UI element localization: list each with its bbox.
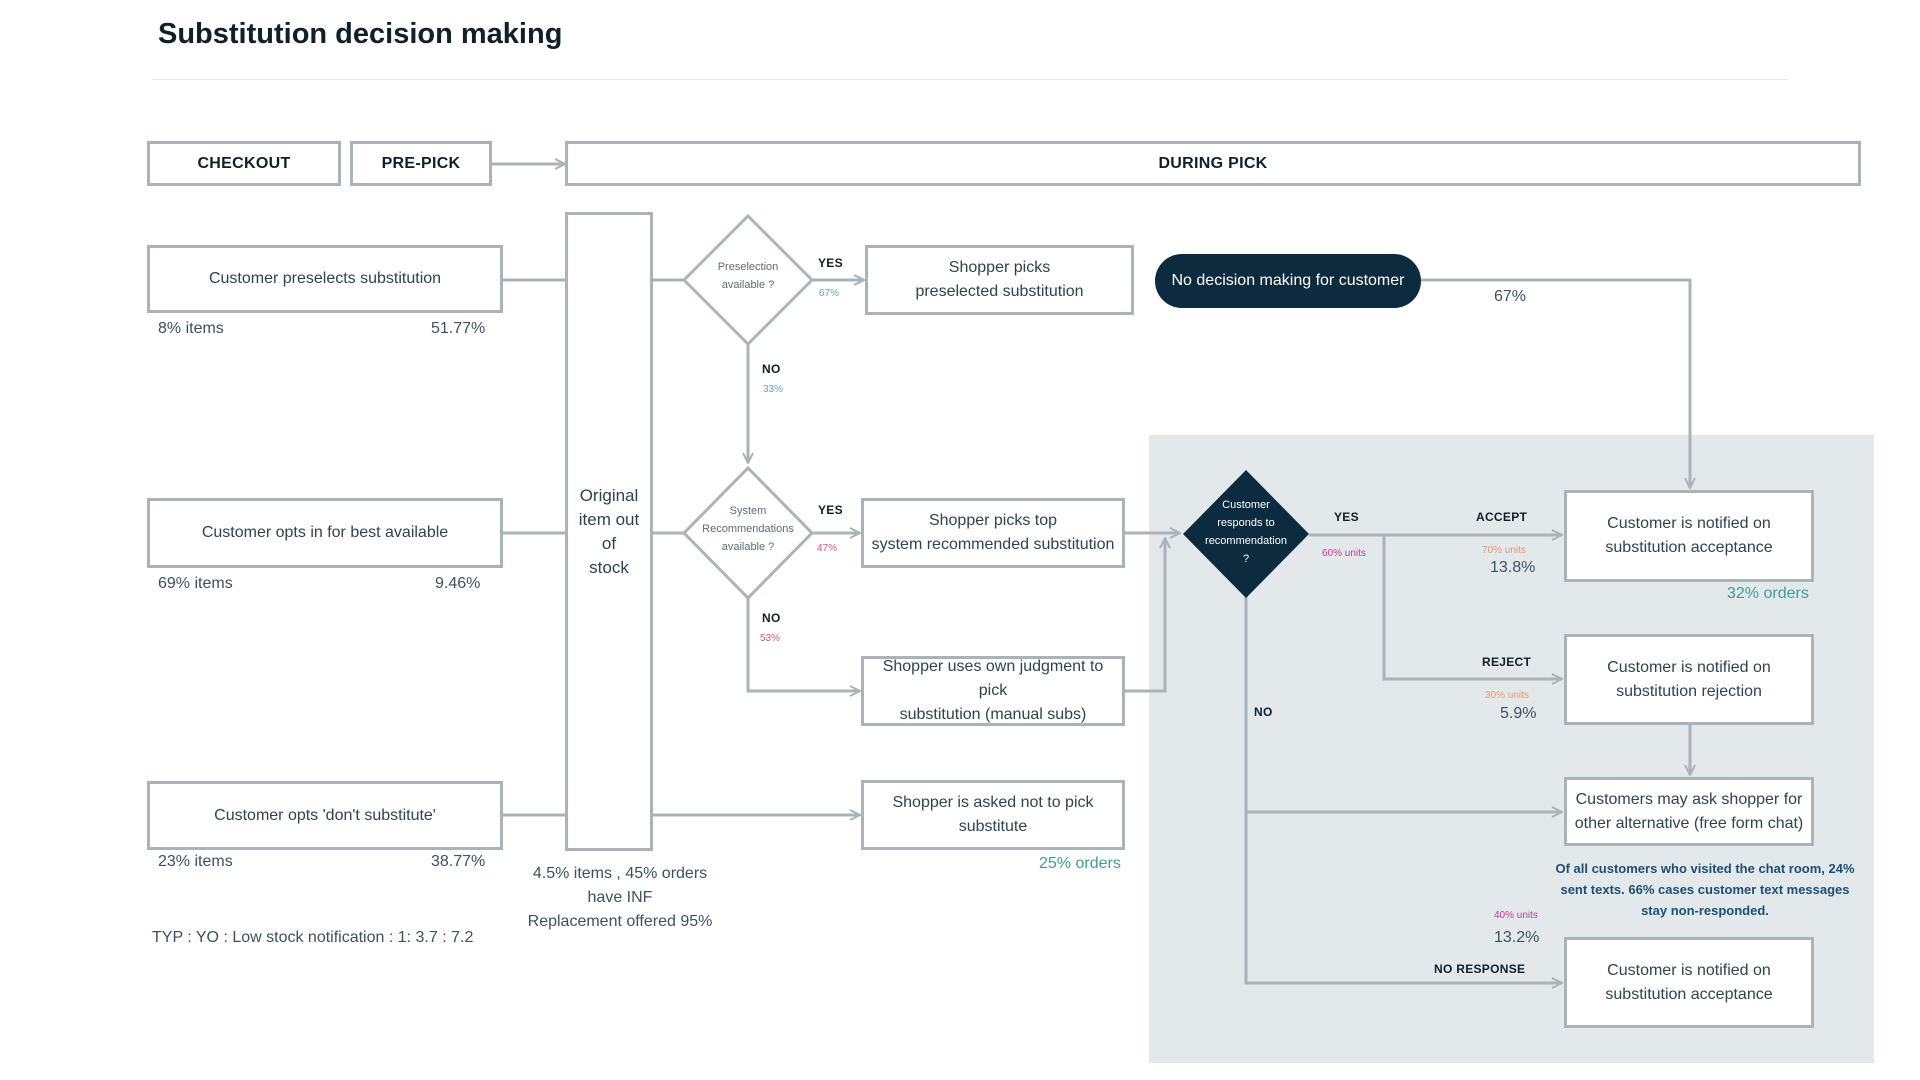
sysrec-question: System Recommendations available ? xyxy=(702,505,794,553)
accept-label: ACCEPT xyxy=(1476,510,1528,524)
preselection-yes-label: YES xyxy=(818,256,843,270)
noresponse-pct: 40% units xyxy=(1494,910,1538,921)
no-decision-pill: No decision making for customer xyxy=(1155,254,1421,308)
title-divider xyxy=(152,79,1788,80)
customer-response-question: Customer responds to recommendation ? xyxy=(1205,499,1287,565)
preselection-no-pct: 33% xyxy=(763,384,784,395)
chat-room-note: Of all customers who visited the chat ro… xyxy=(1555,861,1855,918)
connector-customer-reject xyxy=(1382,535,1562,679)
connector-customer-no xyxy=(1244,596,1562,983)
preselection-no-label: NO xyxy=(762,362,781,376)
noresponse-stat: 13.2% xyxy=(1494,929,1540,946)
preselect-label: Customer preselects substitution xyxy=(208,270,442,287)
preselect-box: Customer preselects substitution xyxy=(147,245,503,313)
reject-stat: 5.9% xyxy=(1500,705,1537,722)
outcome-noresponse-box: Customer is notified on substitution acc… xyxy=(1564,937,1814,1028)
no-decision-label: No decision making for customer xyxy=(1171,272,1405,289)
preselection-question: Preselection available ? xyxy=(717,261,779,291)
phase-prepick: PRE-PICK xyxy=(350,141,492,186)
no-decision-stat: 67% xyxy=(1494,288,1527,305)
not-pick-label: Shopper is asked not to pick substitute xyxy=(892,794,1094,835)
outcome-reject-label: Customer is notified on substitution rej… xyxy=(1607,658,1771,700)
dont-substitute-items: 23% items xyxy=(158,853,233,870)
customer-no-label: NO xyxy=(1254,705,1273,719)
picks-preselected-box: Shopper picks preselected substitution xyxy=(865,245,1134,315)
own-judgment-label: Shopper uses own judgment to pick substi… xyxy=(882,658,1104,723)
outcome-chat-box: Customers may ask shopper for other alte… xyxy=(1564,777,1814,846)
sysrec-no-label: NO xyxy=(762,611,781,625)
connector-own-customer xyxy=(1124,538,1165,693)
outcome-accept-label: Customer is notified on substitution acc… xyxy=(1605,515,1773,556)
sysrec-diamond xyxy=(681,465,815,601)
preselection-diamond xyxy=(681,213,815,347)
noresponse-label: NO RESPONSE xyxy=(1434,962,1526,976)
outcome-accept-box: Customer is notified on substitution acc… xyxy=(1564,490,1814,582)
dont-substitute-label: Customer opts 'don't substitute' xyxy=(214,806,436,824)
picks-top-label: Shopper picks top system recommended sub… xyxy=(871,512,1115,553)
sysrec-yes-label: YES xyxy=(818,503,843,517)
out-of-stock-stat: 4.5% items , 45% orders have INF Replace… xyxy=(527,865,713,930)
dont-substitute-box: Customer opts 'don't substitute' xyxy=(147,781,503,850)
outcome-chat-label: Customers may ask shopper for other alte… xyxy=(1574,790,1804,832)
accept-pct: 70% units xyxy=(1482,545,1526,556)
sysrec-no-pct: 53% xyxy=(760,633,781,644)
out-of-stock-box: Original item out of stock xyxy=(565,212,653,851)
customer-yes-label: YES xyxy=(1334,510,1359,524)
own-judgment-box: Shopper uses own judgment to pick substi… xyxy=(861,656,1125,726)
not-pick-box: Shopper is asked not to pick substitute xyxy=(861,780,1125,850)
dont-substitute-pct: 38.77% xyxy=(431,853,486,870)
picks-preselected-label: Shopper picks preselected substitution xyxy=(915,259,1084,300)
reject-label: REJECT xyxy=(1482,655,1532,669)
best-available-items: 69% items xyxy=(158,575,233,592)
outcome-accept-orders: 32% orders xyxy=(1727,585,1809,602)
preselect-pct: 51.77% xyxy=(431,320,486,337)
customer-response-diamond xyxy=(1183,470,1309,598)
picks-top-box: Shopper picks top system recommended sub… xyxy=(861,498,1125,568)
best-available-pct: 9.46% xyxy=(435,575,481,592)
sysrec-yes-pct: 47% xyxy=(817,543,838,554)
page-title: Substitution decision making xyxy=(158,18,563,50)
phase-during-pick: DURING PICK xyxy=(565,141,1861,186)
preselect-items: 8% items xyxy=(158,320,224,337)
not-pick-stat: 25% orders xyxy=(1039,855,1121,872)
outcome-reject-box: Customer is notified on substitution rej… xyxy=(1564,634,1814,725)
accept-stat: 13.8% xyxy=(1490,559,1536,576)
phase-checkout: CHECKOUT xyxy=(147,141,341,186)
connector-sysrec-no xyxy=(746,596,860,691)
connector-nodecision-accept xyxy=(1412,278,1690,488)
outcome-noresponse-label: Customer is notified on substitution acc… xyxy=(1605,961,1773,1003)
preselection-yes-pct: 67% xyxy=(819,288,840,299)
best-available-label: Customer opts in for best available xyxy=(201,524,449,541)
stock-notification-ratio: TYP : YO : Low stock notification : 1: 3… xyxy=(152,929,474,946)
reject-pct: 30% units xyxy=(1485,690,1529,701)
out-of-stock-label: Original item out of stock xyxy=(578,485,640,577)
customer-yes-pct: 60% units xyxy=(1322,548,1366,559)
best-available-box: Customer opts in for best available xyxy=(147,498,503,568)
